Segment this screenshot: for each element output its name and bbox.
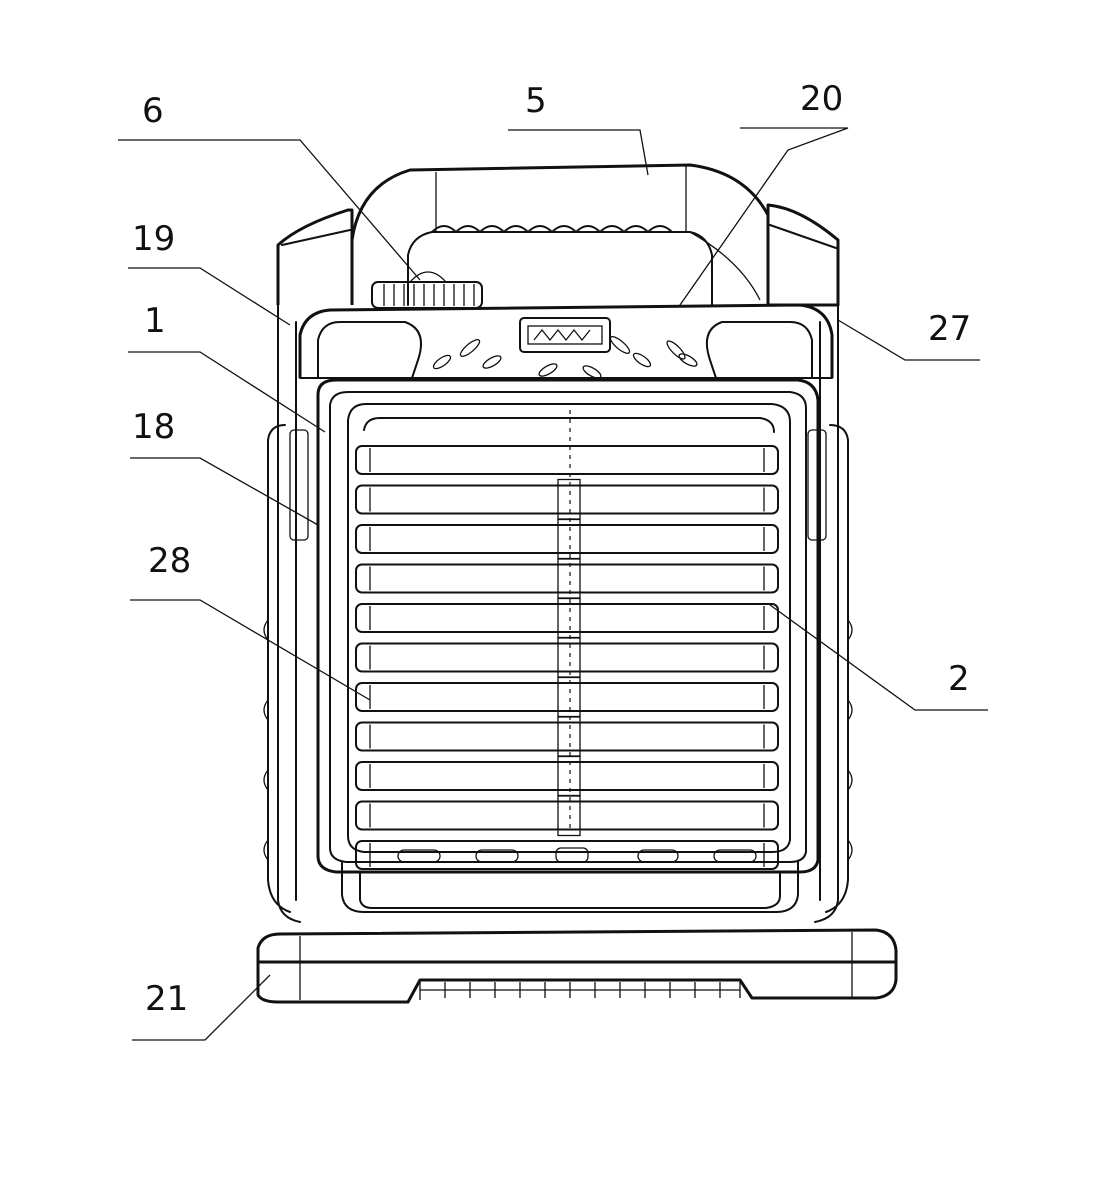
grille-bar [356, 565, 778, 593]
front-frame [318, 380, 818, 912]
label-19: 19 [132, 219, 175, 259]
label-27: 27 [928, 309, 971, 349]
leader-lines [118, 128, 988, 1040]
grille-bar [356, 644, 778, 672]
label-5: 5 [525, 81, 547, 121]
grille-bar [356, 762, 778, 790]
label-20: 20 [800, 79, 843, 119]
control-knob [372, 272, 482, 308]
label-2: 2 [948, 659, 970, 699]
grille-bar [356, 446, 778, 474]
grille-bar [356, 486, 778, 514]
protective-grille [356, 410, 778, 869]
base [258, 930, 896, 1002]
grille-bar [356, 683, 778, 711]
brand-badge [520, 318, 610, 352]
grille-bar [356, 604, 778, 632]
label-1: 1 [144, 301, 166, 341]
label-21: 21 [145, 979, 188, 1019]
callout-labels: 6 5 20 19 1 18 28 27 2 21 [132, 79, 971, 1019]
label-6: 6 [142, 91, 164, 131]
grille-bar [356, 802, 778, 830]
label-28: 28 [148, 541, 191, 581]
vent-slots [432, 334, 699, 380]
top-cap [300, 305, 832, 378]
grille-bar [356, 525, 778, 553]
grille-bar [356, 723, 778, 751]
label-18: 18 [132, 407, 175, 447]
